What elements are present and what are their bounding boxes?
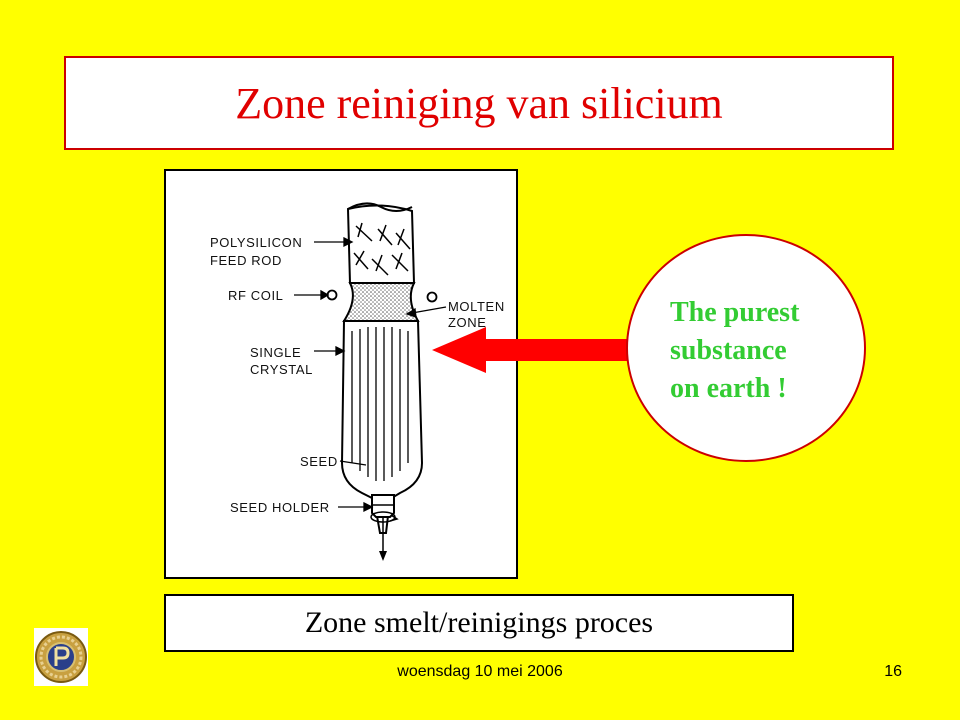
callout-line: substance <box>670 335 787 366</box>
leader-lines <box>294 236 447 513</box>
label-single: SINGLE <box>250 345 301 360</box>
label-feed-rod: FEED ROD <box>210 253 282 268</box>
callout-text: The purest substance on earth ! <box>670 294 850 408</box>
diagram-svg: POLYSILICON FEED ROD RF COIL MOLTEN ZONE… <box>210 202 505 561</box>
molten-zone-shape <box>342 282 420 322</box>
callout-circle: The purest substance on earth ! <box>626 234 866 462</box>
label-rf-coil: RF COIL <box>228 288 283 303</box>
medallion-logo-icon <box>34 628 88 686</box>
label-molten: MOLTEN <box>448 299 505 314</box>
zone-refining-diagram: POLYSILICON FEED ROD RF COIL MOLTEN ZONE… <box>164 169 518 579</box>
callout-line: The purest <box>670 297 800 328</box>
slide-number: 16 <box>884 663 902 680</box>
feed-rod <box>346 202 416 284</box>
label-seed-holder: SEED HOLDER <box>230 500 330 515</box>
footer-date: woensdag 10 mei 2006 <box>397 663 563 680</box>
label-polysilicon: POLYSILICON <box>210 235 302 250</box>
label-seed: SEED <box>300 454 338 469</box>
label-crystal: CRYSTAL <box>250 362 313 377</box>
red-arrow <box>432 327 638 373</box>
callout-line: on earth ! <box>670 373 787 404</box>
title-box: Zone reiniging van silicium <box>64 56 894 150</box>
caption-text: Zone smelt/reinigings proces <box>304 606 654 639</box>
caption-box: Zone smelt/reinigings proces <box>164 594 794 652</box>
slide-title: Zone reiniging van silicium <box>235 78 723 128</box>
seed-holder-shape <box>370 494 399 561</box>
label-zone: ZONE <box>448 315 487 330</box>
polysilicon-texture <box>353 222 411 276</box>
rf-coil-right <box>426 291 438 303</box>
single-crystal <box>340 320 424 534</box>
